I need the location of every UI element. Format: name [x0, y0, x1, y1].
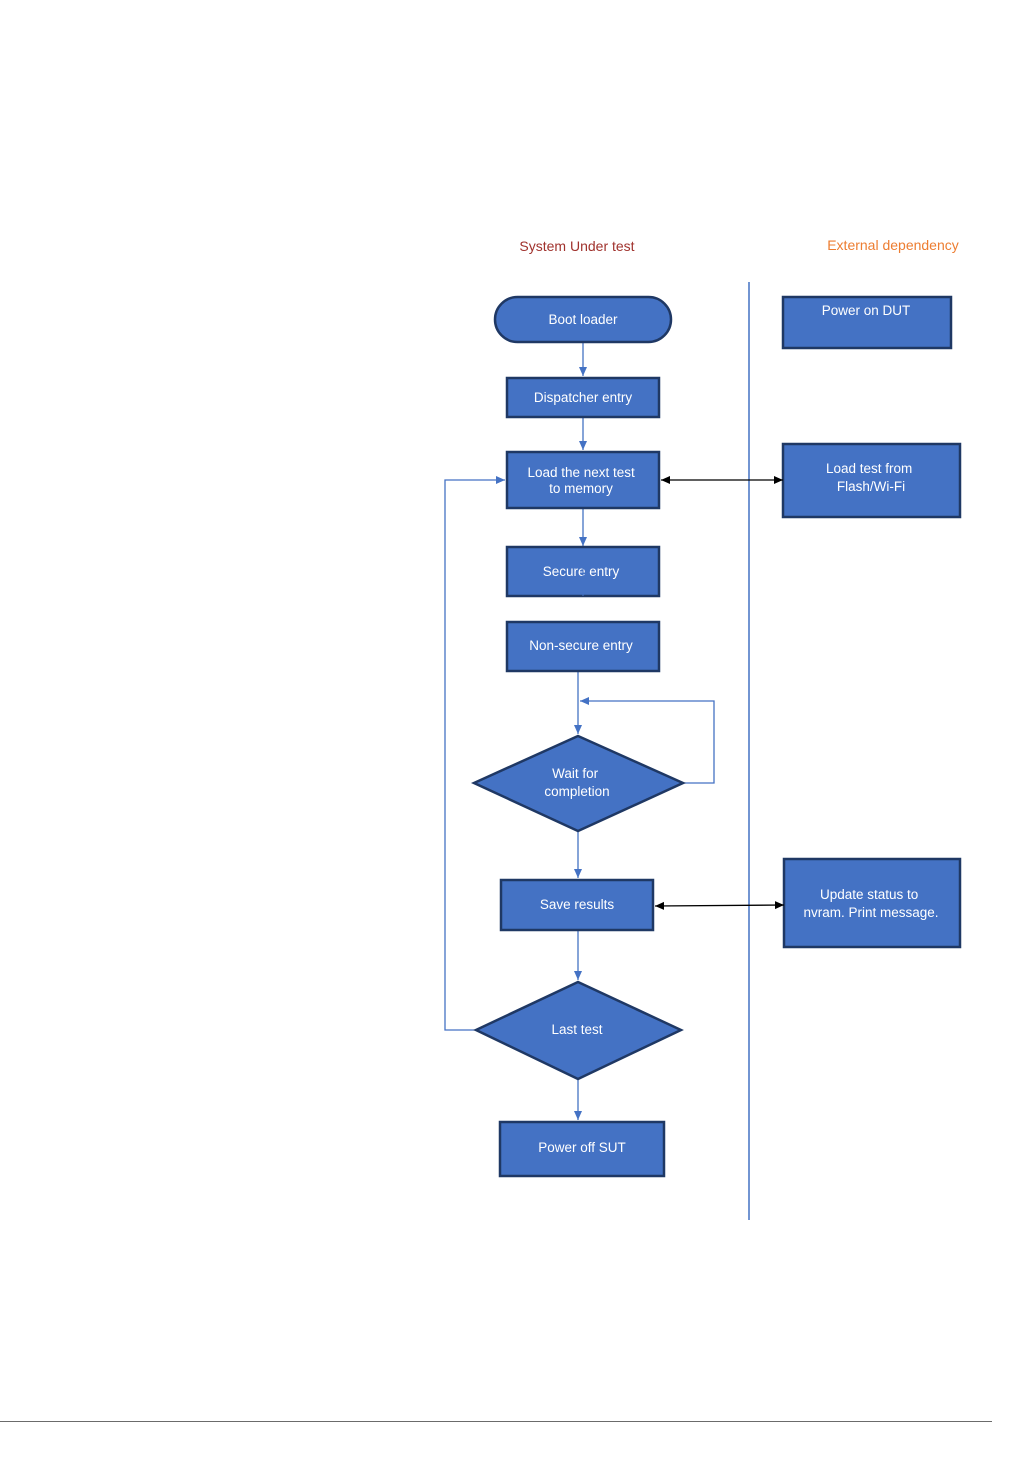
flow-connectors: [444, 342, 715, 1120]
node-wait-for-completion-line-1: Wait for: [552, 766, 599, 781]
node-boot-loader-line-1: Boot loader: [548, 312, 618, 327]
node-power-off-sut-label: Power off SUT: [538, 1140, 626, 1155]
node-power-on-dut: [781, 295, 953, 350]
node-update-status-label: Update status to nvram. Print message.: [803, 887, 938, 920]
node-save-results: [499, 878, 655, 932]
node-boot-loader-label: Boot loader: [548, 312, 618, 327]
node-wait-for-completion: [470, 734, 687, 833]
node-boot-loader: [493, 295, 673, 344]
node-load-test-from-flash-line-1: Load test from: [826, 461, 912, 476]
node-update-status-line-2: nvram. Print message.: [803, 905, 938, 920]
node-load-test-from-flash-label: Load test from Flash/Wi-Fi: [826, 461, 916, 494]
node-non-secure-entry-line-1: Non-secure entry: [529, 638, 633, 653]
node-load-next-test-line-2: to memory: [549, 481, 613, 496]
node-load-test-from-flash: [781, 442, 962, 519]
lane-title-external-dependency: External dependency: [827, 237, 959, 253]
node-wait-for-completion-line-2: completion: [544, 784, 609, 799]
connector-wait-loop: [580, 697, 715, 784]
footer-rule: [0, 1421, 992, 1422]
node-last-test-line-1: Last test: [551, 1022, 602, 1037]
connector-last-loop-to-load: [444, 476, 505, 1031]
node-load-next-test-label: Load the next test to memory: [527, 465, 638, 496]
node-save-results-line-1: Save results: [540, 897, 615, 912]
node-last-test-label: Last test: [551, 1022, 602, 1037]
node-power-on-dut-label: Power on DUT: [822, 303, 911, 318]
node-wait-for-completion-label: Wait for completion: [544, 766, 609, 799]
node-secure-entry-label: Secure entry: [543, 564, 620, 579]
node-non-secure-entry: [505, 620, 661, 673]
node-load-next-test-line-1: Load the next test: [527, 465, 635, 480]
node-last-test: [473, 980, 684, 1081]
lane-title-system-under-test: System Under test: [519, 238, 634, 254]
node-secure-entry-line-1: Secure entry: [543, 564, 620, 579]
node-power-off-sut: [498, 1120, 666, 1178]
node-dispatcher-entry-label: Dispatcher entry: [534, 390, 633, 405]
node-power-off-sut-line-1: Power off SUT: [538, 1140, 626, 1155]
node-update-status-line-1: Update status to: [820, 887, 918, 902]
node-dispatcher-entry-line-1: Dispatcher entry: [534, 390, 633, 405]
node-non-secure-entry-label: Non-secure entry: [529, 638, 633, 653]
dependency-arrow-update-status: [654, 901, 785, 910]
node-load-next-test: [505, 450, 661, 510]
node-power-on-dut-line-1: Power on DUT: [822, 303, 911, 318]
node-update-status: [782, 857, 962, 949]
node-dispatcher-entry: [505, 376, 661, 419]
node-load-test-from-flash-line-2: Flash/Wi-Fi: [837, 479, 905, 494]
node-save-results-label: Save results: [540, 897, 615, 912]
